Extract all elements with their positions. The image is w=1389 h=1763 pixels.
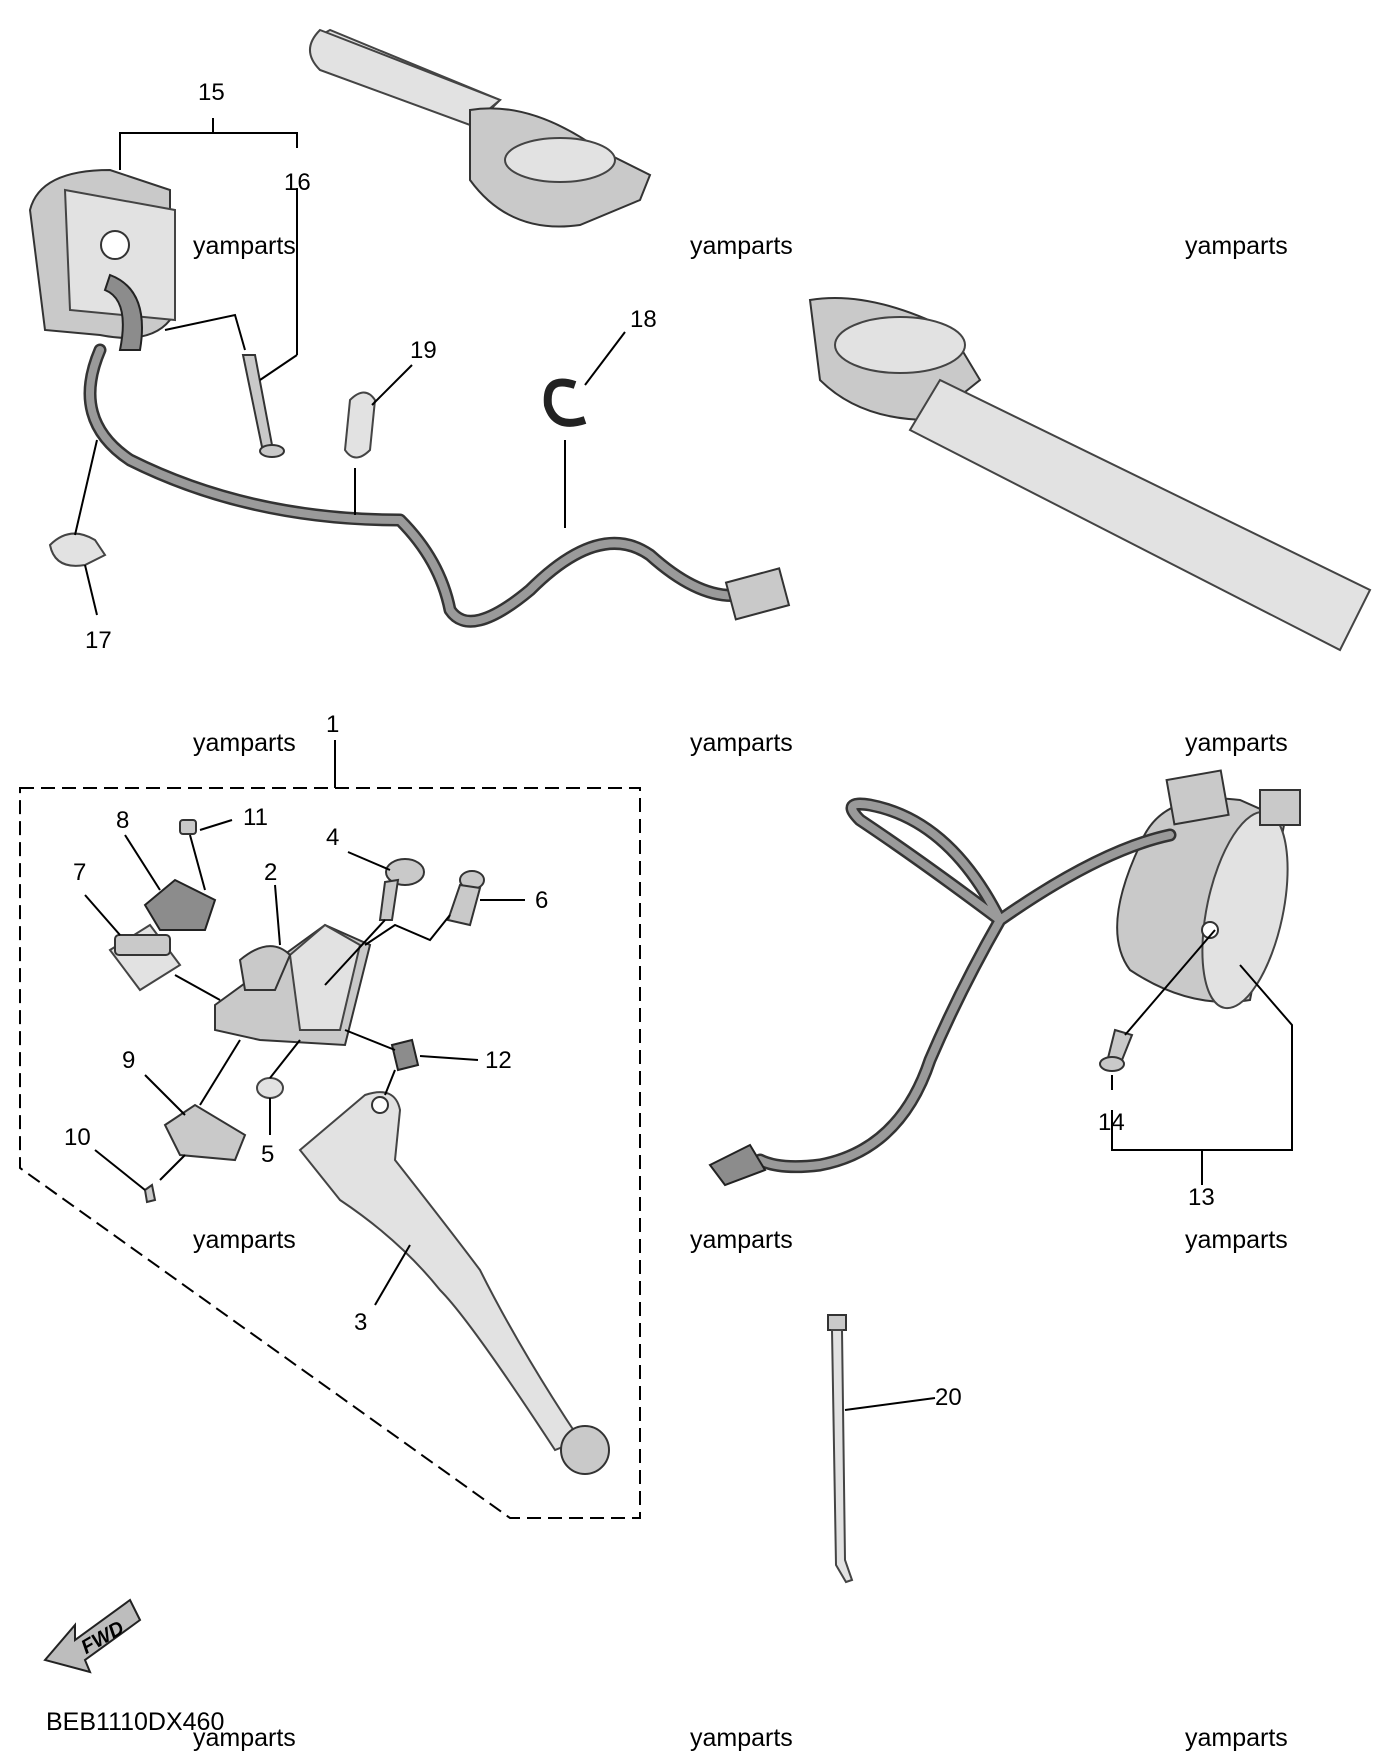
clamp-18 <box>543 378 587 427</box>
forward-arrow-icon: FWD <box>43 1598 142 1674</box>
screw-11 <box>179 819 197 835</box>
watermark: yamparts <box>193 1724 296 1752</box>
callout-13: 13 <box>1188 1184 1215 1211</box>
nut-12 <box>390 1038 420 1072</box>
switch-9 <box>163 1103 247 1162</box>
callout-16: 16 <box>284 169 311 196</box>
callout-9: 9 <box>122 1047 135 1074</box>
callout-19: 19 <box>410 337 437 364</box>
handlebar-lower <box>808 297 1372 652</box>
leader-lines <box>74 118 1293 1411</box>
watermark: yamparts <box>193 232 296 260</box>
watermark: yamparts <box>1185 232 1288 260</box>
switch-7 <box>108 923 182 992</box>
callout-4: 4 <box>326 824 339 851</box>
clamp-19 <box>343 391 377 459</box>
callout-12: 12 <box>485 1047 512 1074</box>
callout-14: 14 <box>1098 1109 1125 1136</box>
bolt-4 <box>378 858 425 921</box>
callout-labels: 1 2 3 4 5 6 7 8 9 10 11 12 13 14 15 16 1… <box>64 79 1215 1411</box>
watermark: yamparts <box>690 1724 793 1752</box>
watermark: yamparts <box>1185 1226 1288 1254</box>
left-handlebar-switch <box>28 168 176 351</box>
bolt-6 <box>446 870 485 927</box>
plate-8 <box>143 878 217 931</box>
callout-11: 11 <box>243 804 268 831</box>
lever-3 <box>298 1091 610 1475</box>
watermark: yamparts <box>1185 1724 1288 1752</box>
screw-16 <box>241 354 285 458</box>
callout-10: 10 <box>64 1124 91 1151</box>
screw-14 <box>1099 1028 1134 1072</box>
diagram-code: BEB1110DX460 <box>46 1708 224 1736</box>
lever-holder-2 <box>214 923 372 1047</box>
watermark: yamparts <box>690 729 793 757</box>
handlebar-upper <box>309 28 652 228</box>
watermark: yamparts <box>193 1226 296 1254</box>
callout-2: 2 <box>264 859 277 886</box>
cable-tie-20 <box>827 1314 854 1584</box>
callout-3: 3 <box>354 1309 367 1336</box>
callout-15: 15 <box>198 79 225 106</box>
watermarks: yamparts yamparts yamparts yamparts yamp… <box>193 232 1288 1752</box>
right-handlebar-switch <box>1116 769 1301 1010</box>
callout-20: 20 <box>935 1384 962 1411</box>
callout-17: 17 <box>85 627 112 654</box>
watermark: yamparts <box>1185 729 1288 757</box>
callout-5: 5 <box>261 1141 274 1168</box>
callout-1: 1 <box>326 711 339 738</box>
washer-5 <box>256 1077 284 1099</box>
callout-18: 18 <box>630 306 657 333</box>
callout-6: 6 <box>535 887 548 914</box>
watermark: yamparts <box>193 729 296 757</box>
callout-7: 7 <box>73 859 86 886</box>
watermark: yamparts <box>690 232 793 260</box>
clip-17 <box>48 532 107 567</box>
screw-10 <box>143 1183 157 1204</box>
callout-8: 8 <box>116 807 129 834</box>
watermark: yamparts <box>690 1226 793 1254</box>
